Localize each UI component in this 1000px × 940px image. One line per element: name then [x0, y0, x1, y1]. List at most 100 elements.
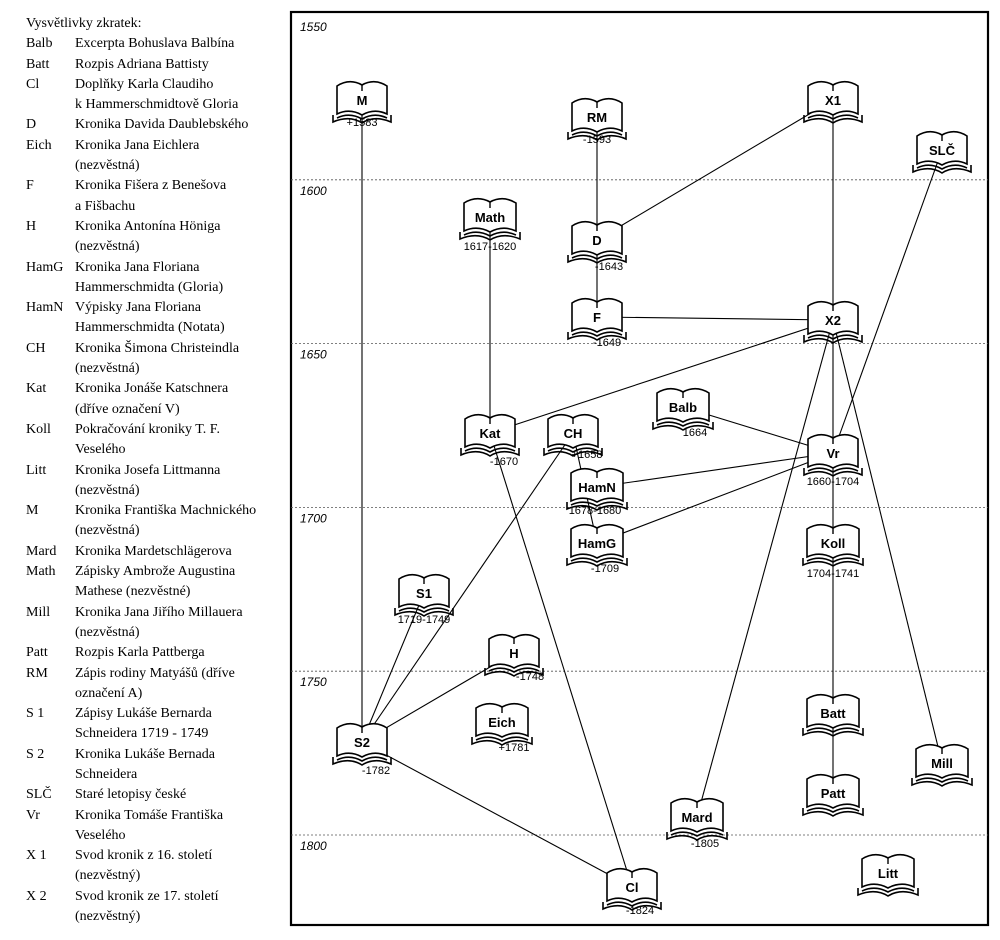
node-date: 1704-1741 — [807, 568, 860, 580]
year-label: 1550 — [300, 20, 327, 34]
legend-description-line: Kronika Mardetschlägerova — [75, 543, 232, 559]
book-base — [484, 667, 544, 677]
dependency-lines — [361, 99, 943, 888]
year-label: 1700 — [300, 511, 327, 525]
book-icon — [336, 80, 388, 116]
book-icon — [807, 300, 859, 336]
legend-description-line: Kronika Fišera z Benešova — [75, 178, 227, 194]
legend-abbr: S 2 — [26, 746, 45, 762]
node-label: F — [593, 310, 601, 325]
legend-description-line: Mathese (nezvěstné) — [75, 584, 191, 600]
node-date: -1782 — [362, 765, 390, 777]
book-icon — [656, 387, 710, 423]
node-label: D — [592, 233, 601, 248]
node-s2: S2 -1782 — [332, 722, 392, 777]
legend-title: Vysvětlivky zkratek: — [26, 16, 142, 31]
legend-description-line: (nezvěstná) — [75, 482, 140, 498]
legend-description-line: Kronika Jonáše Katschnera — [75, 381, 229, 397]
legend-description-line: Doplňky Karla Claudiho — [75, 76, 214, 92]
node-date: 1664 — [683, 427, 707, 439]
book-icon — [915, 743, 969, 779]
legend-abbr: Balb — [26, 36, 53, 52]
book-base — [566, 557, 628, 567]
book-icon — [475, 702, 529, 738]
node-m: M+1583 — [332, 80, 392, 129]
node-label: CH — [564, 426, 583, 441]
year-label: 1650 — [300, 348, 327, 362]
legend-abbr: Koll — [26, 421, 51, 437]
node-label: S2 — [354, 735, 370, 750]
node-date: 1617-1620 — [464, 241, 517, 253]
book-icon — [570, 523, 624, 559]
node-x2: X2 — [803, 300, 863, 344]
legend-description-line: Kronika Jana Eichlera — [75, 137, 200, 153]
edge-x1-d — [596, 99, 834, 241]
node-x1: X1 — [803, 80, 863, 124]
legend-description-line: (nezvěstná) — [75, 158, 140, 174]
node-label: Litt — [878, 866, 899, 881]
node-cl: Cl-1824 — [602, 867, 662, 917]
node-slc: SLČ — [912, 130, 972, 174]
legend-abbr: Batt — [26, 56, 50, 72]
edge-slc-vr — [832, 149, 943, 454]
book-base — [394, 607, 454, 617]
book-icon — [806, 523, 860, 559]
node-label: HamN — [578, 480, 616, 495]
legend-description-line: Kronika Lukáše Bernada — [75, 746, 215, 762]
legend-abbr: F — [26, 178, 34, 194]
legend-description: Svod kronik z 16. století(nezvěstný) — [75, 846, 288, 887]
diagram-frame — [289, 10, 990, 927]
legend-abbr: Vr — [26, 807, 40, 823]
legend-description-line: Kronika Jana Jiřího Millauera — [75, 604, 243, 620]
book-base — [666, 831, 728, 841]
edge-hamn-vr — [596, 452, 834, 488]
legend-abbr: SLČ — [26, 787, 52, 803]
edge-f-x2 — [596, 316, 834, 321]
legend-description-line: (nezvěstná) — [75, 523, 140, 539]
book-base — [803, 467, 863, 477]
legend: Vysvětlivky zkratek: Balb Excerpta Bohusl… — [26, 14, 288, 927]
node-patt: Patt — [802, 773, 864, 817]
legend-description-line: Zápisy Lukáše Bernarda — [75, 706, 212, 722]
legend-description: Excerpta Bohuslava Balbína — [75, 34, 288, 54]
node-label: S1 — [416, 586, 432, 601]
legend-description-line: Hammerschmidta (Gloria) — [75, 279, 224, 295]
book-icon — [807, 80, 859, 116]
node-label: Balb — [669, 400, 697, 415]
legend-description-line: Kronika Josefa Littmanna — [75, 462, 221, 478]
legend-abbr: HamN — [26, 300, 64, 316]
legend-description: Kronika Josefa Littmanna (nezvěstná) — [75, 461, 288, 502]
book-base — [543, 447, 603, 457]
legend-description-line: (dříve označení V) — [75, 401, 180, 417]
legend-description: Kronika Davida Daublebského — [75, 115, 288, 135]
book-base — [567, 254, 627, 264]
book-base — [332, 756, 392, 766]
edge-x2-mill — [832, 319, 943, 764]
legend-description-line: (nezvěstný) — [75, 868, 141, 884]
legend-description: Kronika Jonáše Katschnera (dříve označení… — [75, 379, 288, 420]
book-icon — [464, 413, 516, 449]
node-mard: Mard-1805 — [666, 797, 728, 850]
legend-description-line: Schneidera 1719 - 1749 — [75, 726, 209, 742]
book-icon — [571, 220, 623, 256]
node-date: -1748 — [516, 671, 544, 683]
legend-description-line: (nezvěstná) — [75, 361, 140, 377]
legend-description-line: Veselého — [75, 827, 126, 843]
book-base — [459, 231, 521, 241]
node-date: -1649 — [593, 337, 621, 349]
legend-description-line: Pokračování kroniky T. F. — [75, 421, 220, 437]
